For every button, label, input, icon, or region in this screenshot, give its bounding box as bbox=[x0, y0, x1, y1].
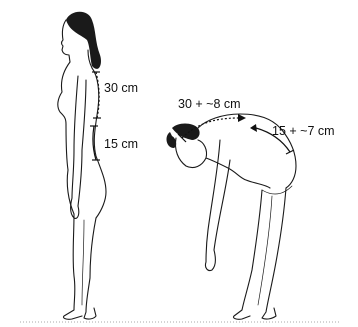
standing-lower-label: 15 cm bbox=[104, 137, 138, 151]
standing-leg-back bbox=[84, 218, 96, 319]
standing-leg-front bbox=[63, 214, 82, 319]
standing-hair bbox=[66, 12, 101, 69]
bending-leg-back bbox=[262, 188, 286, 319]
standing-arm bbox=[71, 76, 86, 218]
bending-leg-front bbox=[233, 190, 262, 319]
bending-figure: 30 + ~8 cm 15 + ~7 cm bbox=[167, 97, 335, 319]
standing-front bbox=[58, 62, 74, 214]
bending-front bbox=[206, 158, 270, 188]
bending-upper-label: 30 + ~8 cm bbox=[178, 97, 241, 111]
standing-head bbox=[62, 20, 71, 62]
bending-head bbox=[175, 138, 206, 168]
standing-upper-label: 30 cm bbox=[104, 81, 138, 95]
standing-figure: 30 cm 15 cm bbox=[58, 12, 138, 320]
bending-lower-label: 15 + ~7 cm bbox=[272, 124, 335, 138]
